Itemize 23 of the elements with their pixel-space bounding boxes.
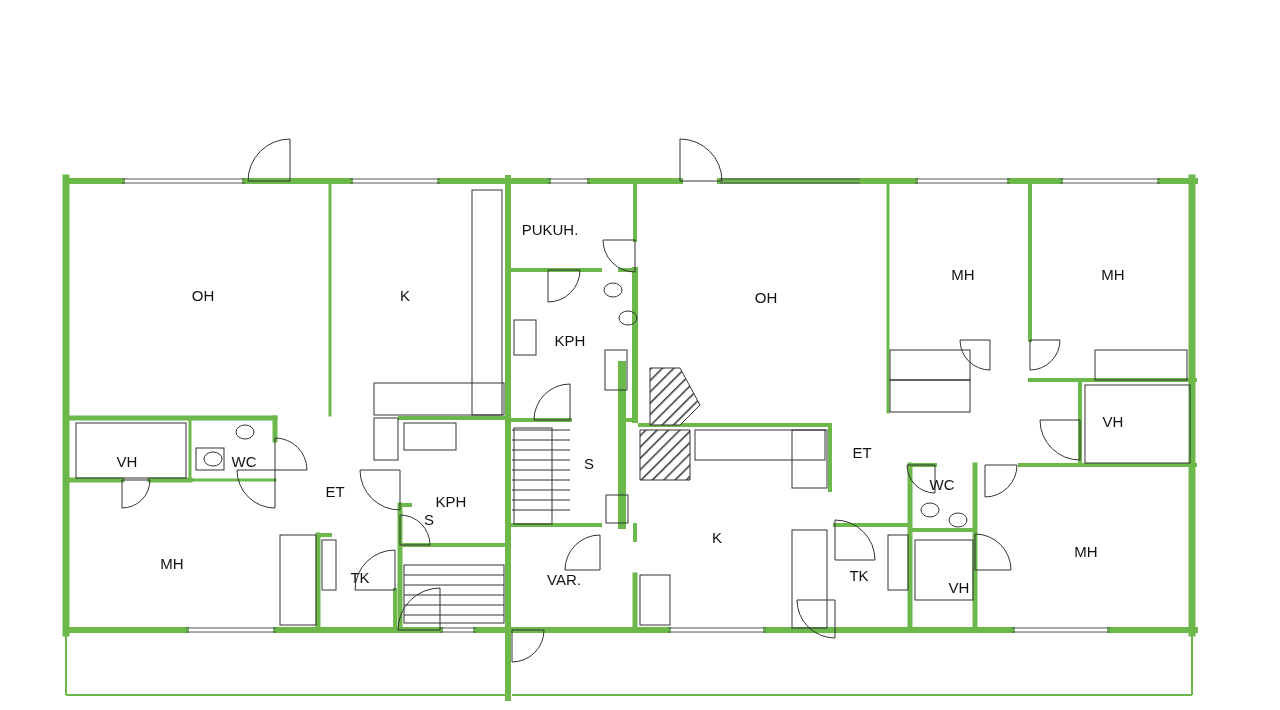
room-label: PUKUH.	[521, 221, 579, 237]
room-label: S	[584, 455, 594, 471]
room-label: MH	[1101, 266, 1125, 282]
room-label: K	[712, 529, 722, 545]
room-label: TK	[849, 567, 869, 583]
room-label: OH	[191, 287, 215, 303]
room-label: VH	[948, 579, 970, 595]
room-label: KPH	[435, 493, 467, 509]
room-label: MH	[951, 266, 975, 282]
room-label: TK	[350, 569, 370, 585]
room-label: WC	[231, 453, 257, 469]
room-label: VAR.	[547, 571, 581, 587]
room-label: VH	[1102, 413, 1124, 429]
room-label: S	[424, 511, 434, 527]
room-label: WC	[929, 476, 955, 492]
room-label: ET	[325, 483, 345, 499]
room-label: K	[400, 287, 410, 303]
room-label: KPH	[554, 332, 586, 348]
room-label: MH	[160, 555, 184, 571]
room-label: MH	[1074, 543, 1098, 559]
room-label: ET	[852, 444, 872, 460]
room-label: VH	[116, 453, 138, 469]
room-label: OH	[754, 289, 778, 305]
